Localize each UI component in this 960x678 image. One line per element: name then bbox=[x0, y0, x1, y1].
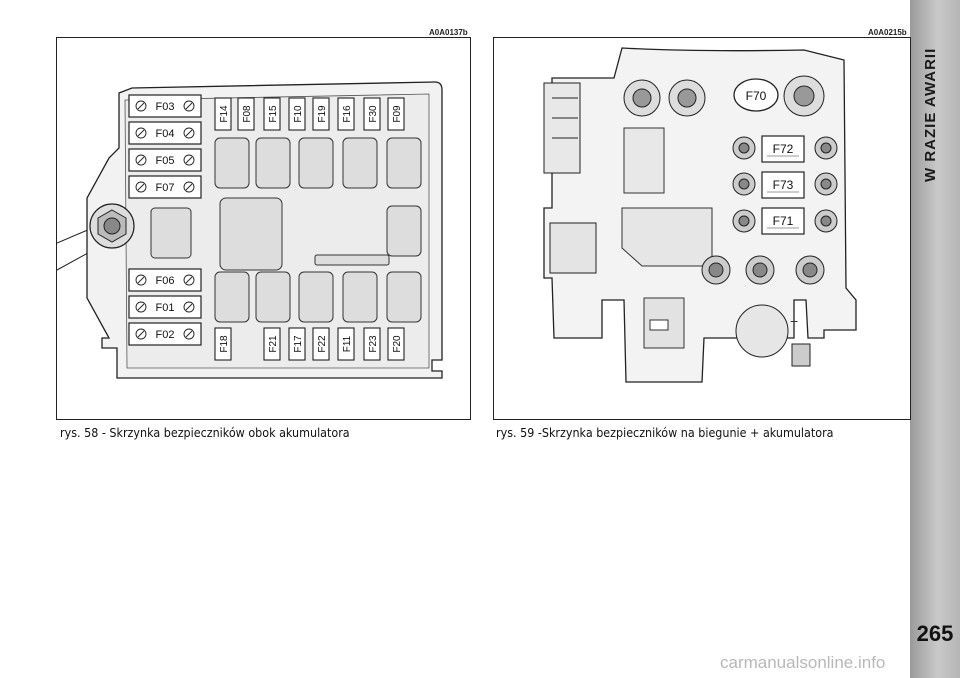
figure-caption-right: rys. 59 -Skrzynka bezpieczników na biegu… bbox=[496, 426, 834, 440]
page-number: 265 bbox=[916, 621, 954, 646]
fuse-F15: F15 bbox=[263, 97, 281, 131]
fuse-label: F30 bbox=[368, 105, 379, 123]
fuse-F20: F20 bbox=[387, 327, 405, 361]
fuse-F30: F30 bbox=[363, 97, 381, 131]
fuse-label: F14 bbox=[219, 105, 230, 123]
fuse-label: F17 bbox=[293, 335, 304, 353]
fuse-F70: F70 bbox=[746, 89, 767, 103]
fuse-label: F19 bbox=[317, 105, 328, 123]
fuse-label: F04 bbox=[156, 128, 175, 140]
section-sidebar bbox=[910, 0, 960, 678]
fuse-label: F03 bbox=[156, 101, 175, 113]
fuse-F73: F73 bbox=[773, 178, 794, 192]
fuse-label: F11 bbox=[342, 335, 353, 352]
fuse-label: F01 bbox=[156, 302, 175, 314]
fuse-F18: F18 bbox=[214, 327, 232, 361]
fuse-label: F09 bbox=[392, 105, 403, 123]
fuse-F21: F21 bbox=[263, 327, 281, 361]
fuse-F04: F04 bbox=[128, 121, 202, 145]
fuse-box-diagram-right: + F70 F72 F73 F71 bbox=[543, 47, 857, 383]
fuse-F16: F16 bbox=[337, 97, 355, 131]
fuse-label: F22 bbox=[317, 335, 328, 353]
fuse-F23: F23 bbox=[363, 327, 381, 361]
fuse-F22: F22 bbox=[312, 327, 330, 361]
fuse-label: F16 bbox=[342, 105, 353, 123]
fuse-F17: F17 bbox=[288, 327, 306, 361]
svg-text:+: + bbox=[790, 313, 798, 329]
fuse-label: F18 bbox=[219, 335, 230, 353]
fuse-label: F05 bbox=[156, 155, 175, 167]
section-title: W RAZIE AWARII bbox=[922, 47, 939, 183]
fuse-F14: F14 bbox=[214, 97, 232, 131]
fuse-label: F06 bbox=[156, 275, 175, 287]
figure-caption-left: rys. 58 - Skrzynka bezpieczników obok ak… bbox=[60, 426, 350, 440]
fuse-label: F10 bbox=[293, 105, 304, 123]
fuse-F06: F06 bbox=[128, 268, 202, 292]
fuse-F72: F72 bbox=[773, 142, 794, 156]
fuse-label: F23 bbox=[368, 335, 379, 353]
fuse-F19: F19 bbox=[312, 97, 330, 131]
fuse-F02: F02 bbox=[128, 322, 202, 346]
fuse-F11: F11 bbox=[337, 327, 355, 361]
fuse-label: F15 bbox=[268, 105, 279, 123]
fuse-label: F21 bbox=[268, 335, 279, 353]
fuse-label: F08 bbox=[242, 105, 253, 123]
fuse-label: F07 bbox=[156, 182, 175, 194]
watermark: carmanualsonline.info bbox=[720, 653, 886, 672]
figure-right-frame: + F70 F72 F73 F71 bbox=[493, 37, 911, 420]
fuse-F05: F05 bbox=[128, 148, 202, 172]
figure-code-right: A0A0215b bbox=[868, 28, 907, 37]
fuse-F09: F09 bbox=[387, 97, 405, 131]
fuse-F03: F03 bbox=[128, 94, 202, 118]
fuse-label: F20 bbox=[392, 335, 403, 353]
fuse-F10: F10 bbox=[288, 97, 306, 131]
fuse-label: F02 bbox=[156, 329, 175, 341]
fuse-F01: F01 bbox=[128, 295, 202, 319]
fuse-F08: F08 bbox=[237, 97, 255, 131]
fuse-F07: F07 bbox=[128, 175, 202, 199]
fuse-F71: F71 bbox=[773, 214, 794, 228]
figure-code-left: A0A0137b bbox=[429, 28, 468, 37]
